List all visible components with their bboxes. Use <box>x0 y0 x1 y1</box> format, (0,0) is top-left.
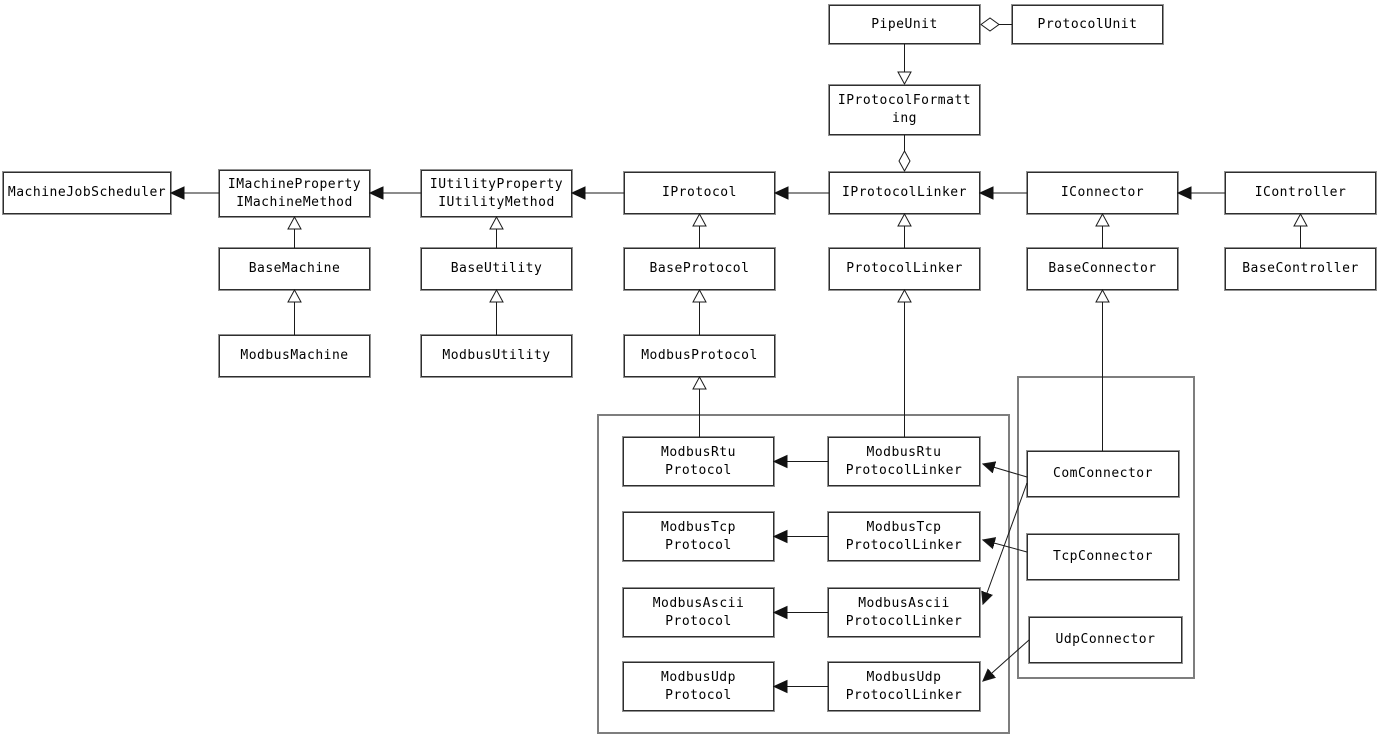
class-box-icontroller: IController <box>1224 171 1377 215</box>
class-box-imachine-property: IMachineProperty IMachineMethod <box>218 169 371 218</box>
class-label: TcpConnector <box>1053 549 1153 564</box>
class-box-iconnector: IConnector <box>1026 171 1179 215</box>
class-box-base-protocol: BaseProtocol <box>623 247 776 291</box>
class-label: ModbusAscii Protocol <box>652 595 745 629</box>
class-box-base-connector: BaseConnector <box>1026 247 1179 291</box>
class-box-iprotocol-formatting: IProtocolFormatting <box>828 84 981 136</box>
class-label: ModbusUdp ProtocolLinker <box>845 669 963 703</box>
class-label: PipeUnit <box>871 16 938 32</box>
class-label: BaseConnector <box>1048 261 1157 276</box>
class-box-modbus-ascii-protocol: ModbusAscii Protocol <box>622 587 775 638</box>
class-label: ModbusRtu Protocol <box>661 444 736 478</box>
class-label: ProtocolUnit <box>1037 16 1138 32</box>
class-label: BaseMachine <box>248 261 341 276</box>
class-box-modbus-udp-protocol-linker: ModbusUdp ProtocolLinker <box>827 661 981 712</box>
class-label: IProtocol <box>662 185 737 200</box>
class-label: BaseUtility <box>450 261 543 276</box>
class-label: ModbusUtility <box>442 348 551 363</box>
class-box-modbus-machine: ModbusMachine <box>218 334 371 378</box>
class-box-modbus-rtu-protocol-linker: ModbusRtu ProtocolLinker <box>827 436 981 487</box>
class-box-base-controller: BaseController <box>1224 247 1377 291</box>
class-label: IConnector <box>1060 185 1145 200</box>
class-box-modbus-tcp-protocol: ModbusTcp Protocol <box>622 511 775 562</box>
class-box-pipe-unit: PipeUnit <box>828 4 981 45</box>
class-label: IProtocolLinker <box>842 185 967 200</box>
class-box-modbus-rtu-protocol: ModbusRtu Protocol <box>622 436 775 487</box>
class-label: ModbusUdp Protocol <box>661 669 736 703</box>
class-label: ModbusAscii ProtocolLinker <box>845 595 963 629</box>
class-box-iprotocol-linker: IProtocolLinker <box>828 171 981 215</box>
class-label: UdpConnector <box>1055 632 1156 647</box>
class-box-modbus-protocol: ModbusProtocol <box>623 334 776 378</box>
class-label: IController <box>1254 185 1347 200</box>
class-label: ModbusMachine <box>240 348 349 363</box>
class-label: IUtilityProperty IUtilityMethod <box>429 176 564 210</box>
class-box-modbus-udp-protocol: ModbusUdp Protocol <box>622 661 775 712</box>
class-box-iprotocol: IProtocol <box>623 171 776 215</box>
class-label: BaseController <box>1242 261 1359 276</box>
class-box-com-connector: ComConnector <box>1026 450 1180 498</box>
class-label: IProtocolFormatting <box>837 93 972 126</box>
realization-links <box>897 44 912 86</box>
class-label: ModbusProtocol <box>641 348 758 363</box>
class-label: ModbusRtu ProtocolLinker <box>845 444 963 478</box>
class-label: IMachineProperty IMachineMethod <box>227 176 362 210</box>
class-box-protocol-unit: ProtocolUnit <box>1011 4 1164 45</box>
class-box-machine-job-scheduler: MachineJobScheduler <box>2 171 172 215</box>
class-label: ModbusTcp ProtocolLinker <box>845 519 963 553</box>
class-box-udp-connector: UdpConnector <box>1028 616 1183 664</box>
class-box-modbus-utility: ModbusUtility <box>420 334 573 378</box>
class-box-modbus-ascii-protocol-linker: ModbusAscii ProtocolLinker <box>827 587 981 638</box>
class-box-protocol-linker: ProtocolLinker <box>828 247 981 291</box>
class-box-base-utility: BaseUtility <box>420 247 573 291</box>
class-box-iutility-property: IUtilityProperty IUtilityMethod <box>420 169 573 218</box>
class-label: BaseProtocol <box>649 261 750 276</box>
class-label: ModbusTcp Protocol <box>661 519 736 553</box>
class-box-base-machine: BaseMachine <box>218 247 371 291</box>
class-box-tcp-connector: TcpConnector <box>1026 533 1180 581</box>
class-label: MachineJobScheduler <box>7 185 167 200</box>
class-label: ComConnector <box>1053 466 1153 481</box>
class-label: ProtocolLinker <box>846 261 963 276</box>
class-box-modbus-tcp-protocol-linker: ModbusTcp ProtocolLinker <box>827 511 981 562</box>
